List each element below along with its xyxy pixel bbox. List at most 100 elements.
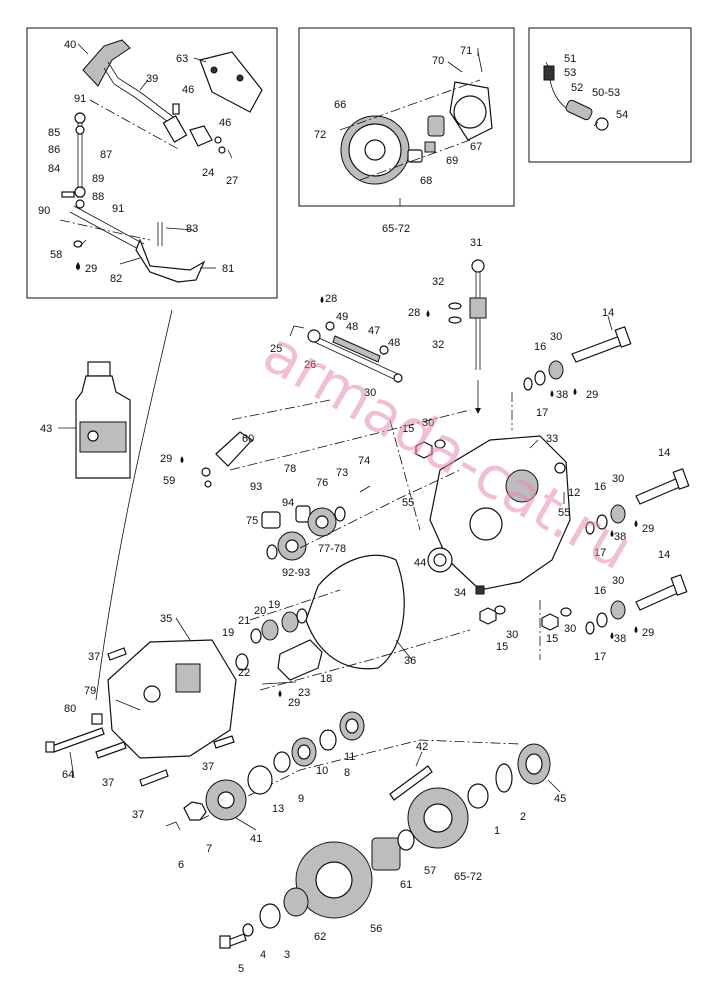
callout-13: 13 [272, 803, 284, 815]
transmission-lower-housing [107, 639, 237, 759]
callout-63: 63 [176, 53, 188, 65]
callout-30b: 30 [422, 417, 434, 429]
callout-16b: 16 [594, 481, 606, 493]
callout-8: 8 [344, 767, 350, 779]
callout-68: 68 [420, 175, 432, 187]
callout-37d: 37 [132, 809, 144, 821]
callout-14c: 14 [658, 549, 670, 561]
callout-17b: 17 [594, 547, 606, 559]
shift-fork [135, 238, 206, 283]
callout-24: 24 [202, 167, 214, 179]
callout-81: 81 [222, 263, 234, 275]
sensor-inset-box [528, 27, 692, 163]
callout-15c: 15 [546, 633, 558, 645]
callout-42: 42 [416, 741, 428, 753]
shift-rod-assembly [289, 321, 403, 383]
leader-lines [58, 43, 613, 831]
callout-11: 11 [344, 751, 355, 763]
housing-gasket [305, 554, 405, 670]
callout-78: 78 [284, 463, 296, 475]
callout-46b: 46 [219, 117, 231, 129]
countershaft-gears [261, 485, 371, 561]
lower-housing-bolts [45, 647, 235, 787]
main-gear-56 [295, 829, 415, 919]
callout-4: 4 [260, 949, 266, 961]
fork-block-assembly [235, 608, 323, 685]
callout-43: 43 [40, 423, 52, 435]
callout-1: 1 [494, 825, 500, 837]
callout-14b: 14 [658, 447, 670, 459]
transmission-upper-housing [427, 435, 571, 595]
callout-57: 57 [424, 865, 436, 877]
callout-labels: 40 39 63 46 46 91 85 86 87 84 24 27 89 8… [38, 39, 670, 975]
callout-30c: 30 [612, 473, 624, 485]
nuts-and-washers [415, 439, 572, 631]
callout-25: 25 [270, 343, 282, 355]
callout-5: 5 [238, 963, 244, 975]
callout-37c: 37 [202, 761, 214, 773]
callout-3: 3 [284, 949, 290, 961]
callout-30a: 30 [550, 331, 562, 343]
callout-76: 76 [316, 477, 328, 489]
callout-7: 7 [206, 843, 212, 855]
callout-21: 21 [238, 615, 250, 627]
spring-42 [389, 765, 433, 801]
shaft-bearings-row [247, 711, 365, 795]
callout-62: 62 [314, 931, 326, 943]
callout-20: 20 [254, 605, 266, 617]
callout-6: 6 [178, 859, 184, 871]
callout-16c: 16 [594, 585, 606, 597]
callout-29c: 29 [642, 627, 654, 639]
callout-32b: 32 [432, 339, 444, 351]
callout-37b: 37 [102, 777, 114, 789]
callout-28a: 28 [325, 293, 337, 305]
callout-89: 89 [92, 173, 104, 185]
shift-linkage-parts [59, 39, 263, 283]
callout-28b: 28 [408, 307, 420, 319]
gear-assembly-inset-box [298, 27, 515, 207]
shift-lever [201, 431, 253, 488]
callout-37a: 37 [88, 651, 100, 663]
callout-15b: 15 [496, 641, 508, 653]
callout-84: 84 [48, 163, 60, 175]
shift-handle [82, 39, 131, 87]
callout-30d: 30 [612, 575, 624, 587]
callout-48b: 48 [388, 337, 400, 349]
callout-17c: 17 [594, 651, 606, 663]
callout-30f: 30 [564, 623, 576, 635]
callout-29b: 29 [642, 523, 654, 535]
callout-56: 56 [370, 923, 382, 935]
callout-38c: 38 [614, 633, 626, 645]
callout-19a: 19 [268, 599, 280, 611]
gear-assembly-parts [339, 51, 493, 185]
callout-80: 80 [64, 703, 76, 715]
callout-45: 45 [554, 793, 566, 805]
callout-38b: 38 [614, 531, 626, 543]
callout-75: 75 [246, 515, 258, 527]
callout-91a: 91 [74, 93, 86, 105]
callout-39: 39 [146, 73, 158, 85]
callout-36: 36 [404, 655, 416, 667]
callout-18: 18 [320, 673, 332, 685]
callout-69: 69 [446, 155, 458, 167]
callout-10: 10 [316, 765, 328, 777]
callout-41: 41 [250, 833, 262, 845]
callout-2: 2 [520, 811, 526, 823]
callout-29e: 29 [288, 697, 300, 709]
output-gear-assembly [407, 743, 551, 849]
callout-55a: 55 [558, 507, 570, 519]
callout-49: 49 [336, 311, 348, 323]
callout-60: 60 [242, 433, 254, 445]
callout-34: 34 [454, 587, 466, 599]
callout-29-inset: 29 [85, 263, 97, 275]
callout-93: 93 [250, 481, 262, 493]
callout-27: 27 [226, 175, 238, 187]
callout-82: 82 [110, 273, 122, 285]
callout-53: 53 [564, 67, 576, 79]
callout-14a: 14 [602, 307, 614, 319]
callout-46a: 46 [182, 84, 194, 96]
callout-30e: 30 [506, 629, 518, 641]
callout-66: 66 [334, 99, 346, 111]
callout-32a: 32 [432, 276, 444, 288]
